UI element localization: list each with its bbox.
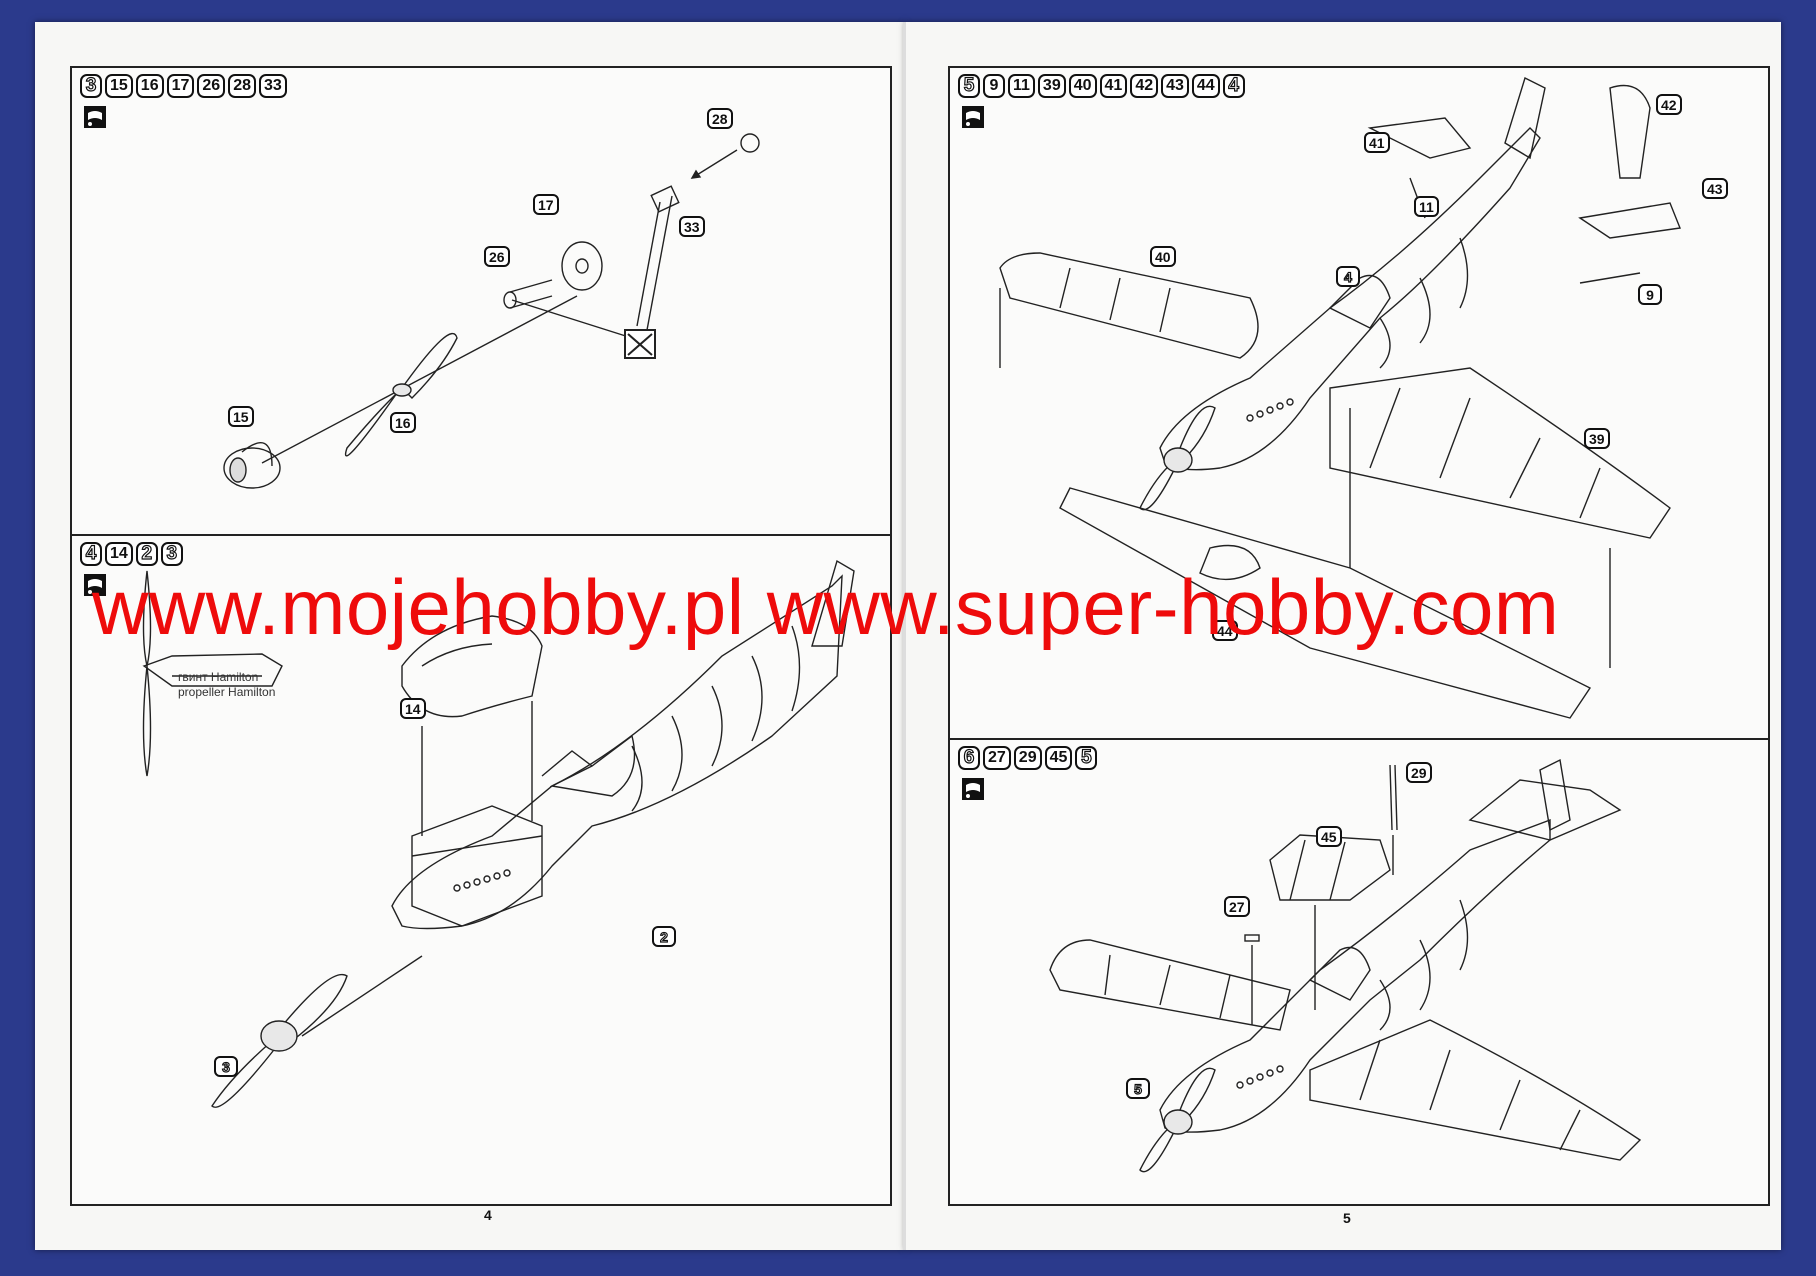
step-number: 5 bbox=[958, 74, 980, 98]
callout-14: 14 bbox=[400, 698, 426, 719]
part-number: 33 bbox=[258, 74, 287, 98]
part-number: 16 bbox=[135, 74, 164, 98]
part-number: 27 bbox=[983, 746, 1011, 770]
part-number: 9 bbox=[983, 74, 1005, 98]
page-number-right: 5 bbox=[1343, 1210, 1351, 1226]
callout-44: 44 bbox=[1212, 620, 1238, 641]
callout-40: 40 bbox=[1150, 246, 1176, 267]
propeller-note: гвинт Hamilton propeller Hamilton bbox=[178, 670, 275, 700]
note-line-ukrainian: гвинт Hamilton bbox=[178, 670, 259, 684]
callout-33: 33 bbox=[679, 216, 705, 237]
callout-17: 17 bbox=[533, 194, 559, 215]
parts-list: 6 27 29 45 5 bbox=[958, 746, 1098, 770]
part-number: 3 bbox=[160, 542, 183, 566]
callout-41: 41 bbox=[1364, 132, 1390, 153]
callout-43: 43 bbox=[1702, 178, 1728, 199]
note-line-english: propeller Hamilton bbox=[178, 685, 276, 699]
wings-tail-drawing bbox=[999, 77, 1681, 719]
step-number: 6 bbox=[958, 746, 980, 770]
step-panel-c: 5 9 11 39 40 41 42 43 44 4 42 41 43 11 4… bbox=[948, 66, 1770, 742]
callout-39: 39 bbox=[1584, 428, 1610, 449]
callout-29: 29 bbox=[1406, 762, 1432, 783]
parts-list: 5 9 11 39 40 41 42 43 44 4 bbox=[958, 74, 1245, 98]
canopy-final-drawing bbox=[1049, 758, 1642, 1173]
step-panel-b: 4 14 2 3 гвинт Hamilton propeller Hamilt… bbox=[70, 534, 892, 1206]
part-number: 15 bbox=[105, 74, 133, 98]
callout-27: 27 bbox=[1224, 896, 1250, 917]
callout-45: 45 bbox=[1316, 826, 1342, 847]
callout-15: 15 bbox=[228, 406, 254, 427]
step-panel-a: 3 15 16 17 26 28 33 28 17 26 33 15 16 bbox=[70, 66, 892, 538]
part-number: 42 bbox=[1130, 74, 1159, 98]
page-fold bbox=[903, 22, 906, 1250]
parts-list: 3 15 16 17 26 28 33 bbox=[80, 74, 287, 98]
parts-list: 4 14 2 3 bbox=[80, 542, 183, 566]
step-number: 4 bbox=[80, 542, 102, 566]
part-number: 2 bbox=[135, 542, 158, 566]
part-number: 39 bbox=[1037, 74, 1066, 98]
part-number: 14 bbox=[105, 542, 133, 566]
callout-16: 16 bbox=[390, 412, 416, 433]
callout-26: 26 bbox=[484, 246, 510, 267]
part-number: 17 bbox=[166, 74, 195, 98]
glue-icon bbox=[84, 574, 106, 596]
step-panel-d: 6 27 29 45 5 29 45 27 5 bbox=[948, 738, 1770, 1206]
part-number: 45 bbox=[1044, 746, 1073, 770]
page-number-left: 4 bbox=[484, 1207, 492, 1223]
callout-3: 3 bbox=[214, 1056, 238, 1077]
part-number: 26 bbox=[197, 74, 226, 98]
propeller-exploded-drawing bbox=[223, 133, 760, 489]
part-number: 40 bbox=[1068, 74, 1097, 98]
callout-28: 28 bbox=[707, 108, 733, 129]
part-number: 5 bbox=[1075, 746, 1098, 770]
part-number: 29 bbox=[1013, 746, 1042, 770]
callout-11: 11 bbox=[1414, 196, 1439, 217]
glue-icon bbox=[84, 106, 106, 128]
part-number: 4 bbox=[1222, 74, 1245, 98]
fuselage-engine-drawing bbox=[142, 559, 855, 1108]
part-number: 44 bbox=[1191, 74, 1220, 98]
part-number: 11 bbox=[1008, 74, 1035, 98]
part-number: 43 bbox=[1161, 74, 1189, 98]
callout-42: 42 bbox=[1656, 94, 1682, 115]
part-number: 41 bbox=[1099, 74, 1128, 98]
glue-icon bbox=[962, 778, 984, 800]
callout-5: 5 bbox=[1126, 1078, 1150, 1099]
step-number: 3 bbox=[80, 74, 102, 98]
glue-icon bbox=[962, 106, 984, 128]
callout-9: 9 bbox=[1638, 284, 1662, 305]
callout-2: 2 bbox=[652, 926, 676, 947]
callout-4: 4 bbox=[1336, 266, 1360, 287]
part-number: 28 bbox=[228, 74, 256, 98]
watermark-text: www.mojehobby.pl www.super-hobby.com bbox=[92, 563, 1560, 651]
